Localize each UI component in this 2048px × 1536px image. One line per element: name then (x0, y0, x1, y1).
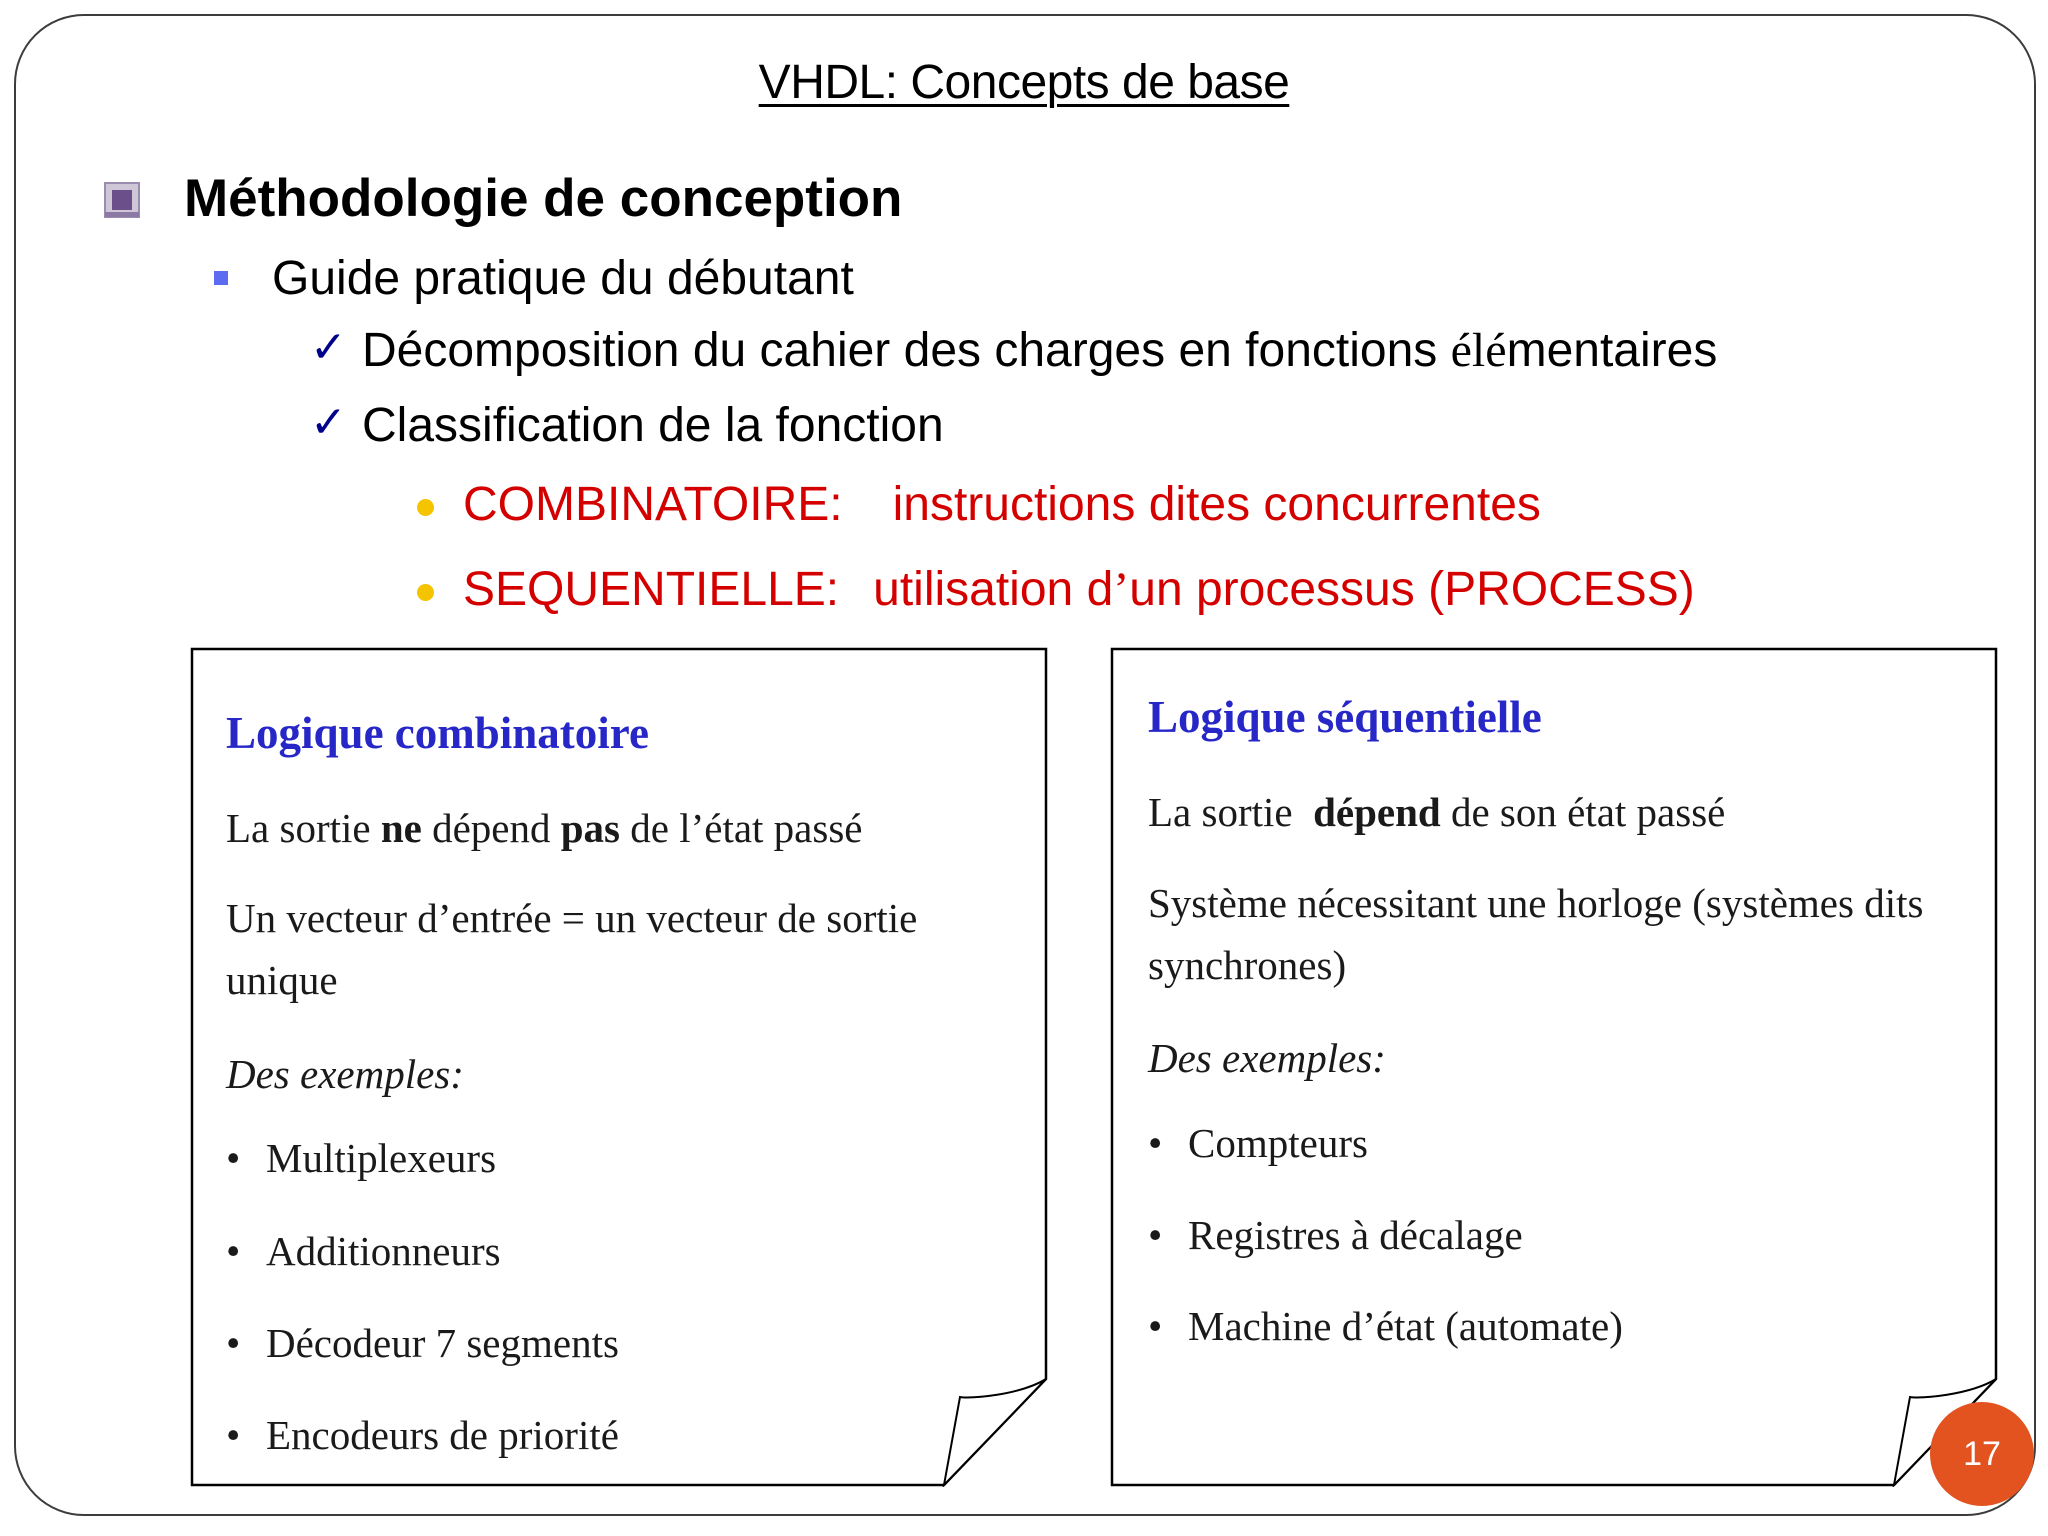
card-line-vector: Un vecteur d’entrée = un vecteur de sort… (226, 895, 918, 1003)
dot-bullet-icon (417, 584, 434, 601)
type-combinatoire: COMBINATOIRE:instructions dites concurre… (463, 478, 1541, 531)
type-sequentielle: SEQUENTIELLE:utilisation d’un processus … (463, 563, 1695, 616)
card-combinatorial: Logique combinatoire La sortie ne dépend… (190, 647, 1050, 1487)
list-item: •Encodeurs de priorité (226, 1412, 619, 1458)
card-title: Logique séquentielle (1148, 692, 1542, 742)
list-item: •Machine d’état (automate) (1148, 1303, 1623, 1349)
card-line-output: La sortie ne dépend pas de l’état passé (226, 805, 863, 851)
methodology-heading: Méthodologie de conception (184, 169, 903, 228)
dot-bullet-icon (417, 499, 434, 516)
card-title: Logique combinatoire (226, 708, 649, 758)
card-line-output: La sortie dépend de son état passé (1148, 789, 1726, 835)
guide-subheading: Guide pratique du débutant (272, 252, 854, 305)
card-examples-label: Des exemples: (226, 1051, 464, 1097)
small-square-bullet-icon (214, 271, 228, 285)
check-item-decomposition: Décomposition du cahier des charges en f… (362, 324, 1718, 377)
card-line-clock: Système nécessitant une horloge (système… (1148, 880, 1924, 988)
framed-square-bullet-icon (104, 182, 140, 218)
card-border (190, 647, 1048, 1487)
list-item: •Additionneurs (226, 1228, 501, 1274)
check-item-classification: Classification de la fonction (362, 399, 944, 452)
checkmark-icon: ✓ (310, 397, 347, 448)
list-item: •Décodeur 7 segments (226, 1320, 619, 1366)
card-sequential: Logique séquentielle La sortie dépend de… (1110, 647, 2000, 1487)
list-item: •Compteurs (1148, 1120, 1368, 1166)
card-examples-label: Des exemples: (1148, 1035, 1386, 1081)
checkmark-icon: ✓ (310, 322, 347, 373)
slide-title: VHDL: Concepts de base (758, 56, 1290, 109)
list-item: •Multiplexeurs (226, 1135, 497, 1181)
list-item: •Registres à décalage (1148, 1212, 1523, 1258)
page-number-badge: 17 (1930, 1402, 2034, 1506)
